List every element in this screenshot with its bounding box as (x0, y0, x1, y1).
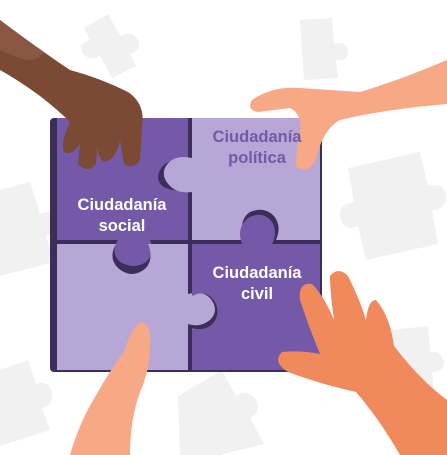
bg-piece-top-right (300, 18, 348, 80)
bg-piece-top-left (81, 14, 139, 78)
label-ciudadania-politica: Ciudadanía política (198, 127, 316, 169)
bg-piece-bottom-center (178, 370, 264, 455)
civil-line-2: civil (240, 285, 274, 303)
puzzle-piece-politica (163, 118, 320, 240)
politica-line-2: política (228, 149, 286, 167)
social-line-1: Ciudadanía (77, 196, 167, 214)
civil-line-1: Ciudadanía (212, 264, 302, 282)
label-ciudadania-civil: Ciudadanía civil (198, 263, 316, 305)
puzzle-piece-civil (192, 214, 320, 370)
orange-hand-bottom-right (278, 271, 447, 455)
background-puzzle-pieces (0, 14, 446, 455)
light-hand-top-right (250, 60, 447, 170)
dark-hand-top-left (0, 20, 143, 169)
politica-line-1: Ciudadanía (212, 128, 302, 146)
bg-piece-bottom-left (0, 360, 53, 446)
puzzle-piece-bottom-left (57, 244, 215, 370)
bg-piece-right (339, 152, 446, 260)
social-line-2: social (98, 217, 146, 235)
light-hand-bottom-left (70, 322, 151, 455)
label-ciudadania-social: Ciudadanía social (62, 195, 182, 237)
bg-piece-left (0, 182, 57, 276)
